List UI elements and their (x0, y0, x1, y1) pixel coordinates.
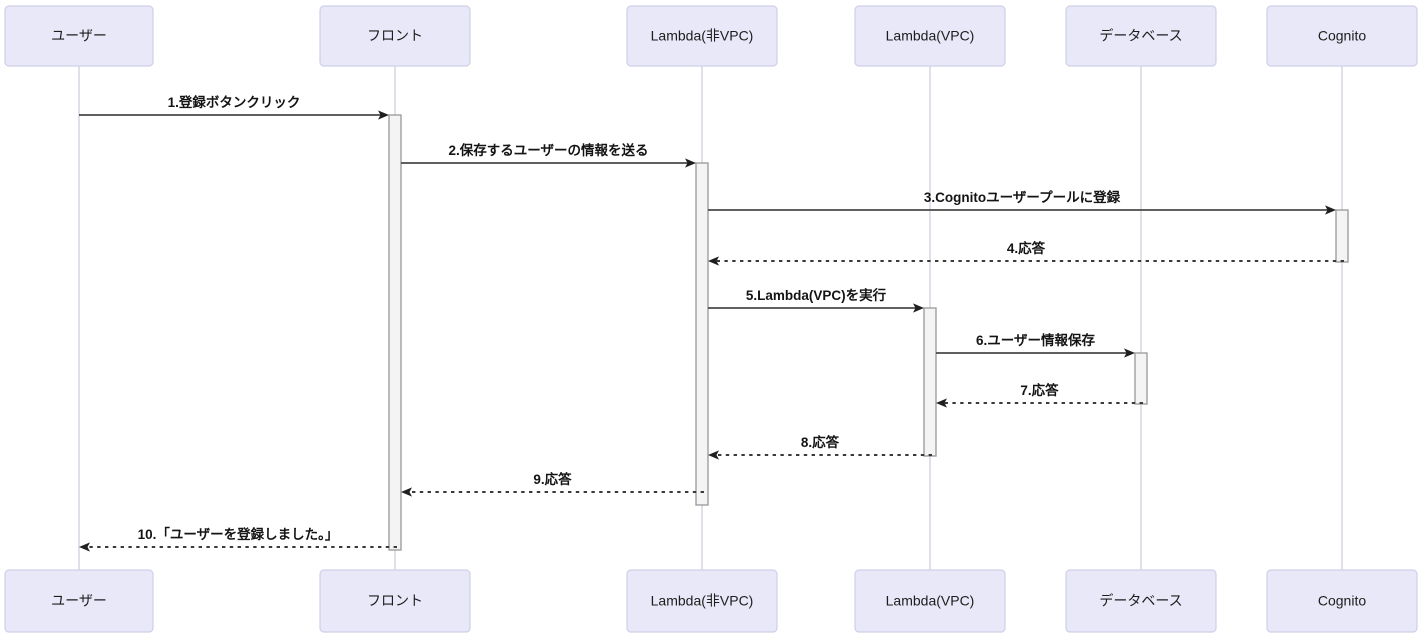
message-10[interactable]: 10.「ユーザーを登録しました。」 (79, 526, 397, 552)
participant-box (1065, 5, 1217, 67)
message-4[interactable]: 4.応答 (708, 240, 1344, 266)
participant-cognito-bottom[interactable]: Cognito (1266, 569, 1418, 633)
participant-lambda_vpc-top[interactable]: Lambda(VPC) (854, 5, 1006, 67)
act-lambda-nonvpc[interactable] (695, 162, 709, 506)
participant-label: データベース (1099, 593, 1182, 609)
arrow-head-icon (378, 110, 389, 120)
participant-box (1065, 569, 1217, 633)
participant-label: Cognito (1318, 593, 1366, 609)
message-3[interactable]: 3.Cognitoユーザープールに登録 (708, 189, 1336, 215)
participant-lambda_vpc-bottom[interactable]: Lambda(VPC) (854, 569, 1006, 633)
participant-box (854, 569, 1006, 633)
participant-box (626, 569, 778, 633)
message-5[interactable]: 5.Lambda(VPC)を実行 (708, 287, 924, 313)
message-8[interactable]: 8.応答 (708, 434, 932, 460)
arrow-head-icon (1325, 205, 1336, 215)
message-label: 3.Cognitoユーザープールに登録 (924, 189, 1121, 205)
message-label: 7.応答 (1020, 382, 1059, 398)
participant-lambda_nonvpc-top[interactable]: Lambda(非VPC) (626, 5, 778, 67)
participants-top-layer: ユーザー フロント Lambda(非VPC) Lambda(VPC) データベース Cog… (4, 5, 1418, 67)
arrow-head-icon (708, 256, 719, 266)
arrow-head-icon (79, 542, 90, 552)
participant-box (1266, 5, 1418, 67)
participant-box (4, 569, 154, 633)
participants-bottom-layer: ユーザー フロント Lambda(非VPC) Lambda(VPC) データベース Cog… (4, 569, 1418, 633)
message-label: 2.保存するユーザーの情報を送る (449, 142, 649, 158)
participant-label: ユーザー (51, 593, 107, 609)
participant-box (854, 5, 1006, 67)
arrow-head-icon (401, 487, 412, 497)
messages-layer: 1.登録ボタンクリック 2.保存するユーザーの情報を送る 3.Cognitoユーザー… (79, 94, 1344, 552)
arrow-head-icon (1124, 348, 1135, 358)
participant-label: データベース (1099, 28, 1182, 44)
participant-label: Lambda(VPC) (886, 593, 975, 609)
message-label: 4.応答 (1007, 240, 1046, 256)
message-label: 9.応答 (533, 471, 572, 487)
participant-label: Lambda(VPC) (886, 28, 975, 44)
participant-box (1266, 569, 1418, 633)
message-label: 5.Lambda(VPC)を実行 (746, 287, 887, 303)
participant-label: フロント (367, 28, 423, 44)
participant-lambda_nonvpc-bottom[interactable]: Lambda(非VPC) (626, 569, 778, 633)
participant-label: Lambda(非VPC) (651, 593, 754, 609)
participant-box (626, 5, 778, 67)
message-6[interactable]: 6.ユーザー情報保存 (936, 332, 1135, 358)
participant-database-top[interactable]: データベース (1065, 5, 1217, 67)
message-1[interactable]: 1.登録ボタンクリック (79, 94, 389, 120)
message-7[interactable]: 7.応答 (936, 382, 1143, 408)
participant-box (319, 5, 471, 67)
lifelines-layer (78, 66, 1343, 570)
participant-front-top[interactable]: フロント (319, 5, 471, 67)
arrow-head-icon (913, 303, 924, 313)
participant-cognito-top[interactable]: Cognito (1266, 5, 1418, 67)
participant-label: Cognito (1318, 28, 1366, 44)
act-lambda-vpc[interactable] (923, 307, 937, 457)
act-front[interactable] (388, 114, 402, 551)
message-label: 10.「ユーザーを登録しました。」 (138, 526, 339, 542)
participant-database-bottom[interactable]: データベース (1065, 569, 1217, 633)
act-cognito[interactable] (1335, 209, 1349, 263)
participant-front-bottom[interactable]: フロント (319, 569, 471, 633)
arrow-head-icon (708, 450, 719, 460)
participant-box (319, 569, 471, 633)
participant-label: Lambda(非VPC) (651, 28, 754, 44)
participant-user-top[interactable]: ユーザー (4, 5, 154, 67)
activations-layer (388, 114, 1349, 551)
message-label: 8.応答 (801, 434, 840, 450)
message-2[interactable]: 2.保存するユーザーの情報を送る (401, 142, 696, 168)
arrow-head-icon (936, 398, 947, 408)
participant-user-bottom[interactable]: ユーザー (4, 569, 154, 633)
arrow-head-icon (685, 158, 696, 168)
participant-label: フロント (367, 593, 423, 609)
act-database[interactable] (1134, 352, 1148, 405)
participant-label: ユーザー (51, 28, 107, 44)
message-9[interactable]: 9.応答 (401, 471, 704, 497)
participant-box (4, 5, 154, 67)
message-label: 6.ユーザー情報保存 (976, 332, 1095, 348)
message-label: 1.登録ボタンクリック (168, 94, 301, 110)
